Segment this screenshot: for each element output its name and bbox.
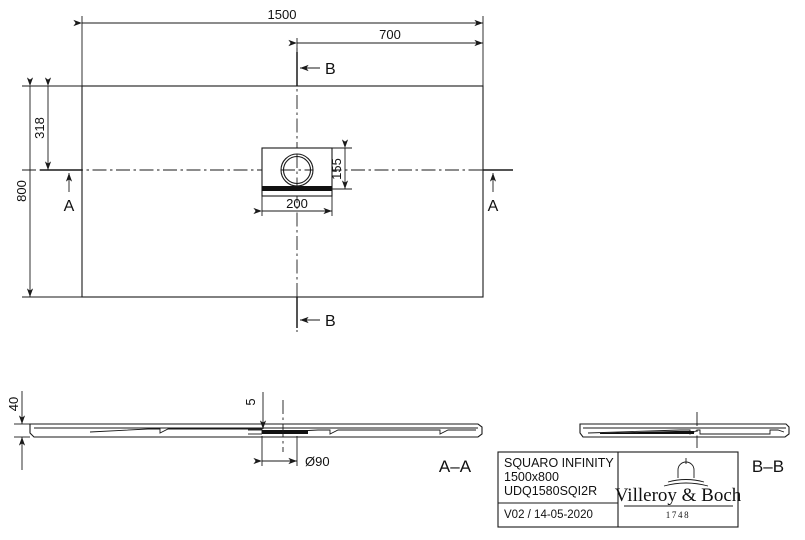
section-aa-drain-slot [262, 430, 308, 434]
section-mark-b-top: B [296, 52, 336, 86]
dim-label-700: 700 [379, 27, 401, 42]
label-b-bottom: B [325, 313, 336, 330]
dim-label-200: 200 [286, 196, 308, 211]
section-label-bb: B–B [752, 457, 784, 476]
brand-name: Villeroy & Boch [615, 485, 742, 506]
dim-label-318: 318 [32, 117, 47, 139]
dimension-drain-155: 155 [329, 139, 352, 190]
section-aa-inner-profile [89, 428, 476, 435]
section-label-aa: A–A [439, 457, 472, 476]
article-number: UDQ1580SQI2R [504, 484, 597, 498]
section-mark-a-right: A [483, 169, 513, 215]
tray-outline [81, 85, 484, 298]
dim-label-800: 800 [14, 180, 29, 202]
dim-label-5: 5 [243, 398, 258, 405]
dimension-drain-200: 200 [253, 191, 333, 216]
label-b-top: B [325, 61, 336, 78]
product-name: SQUARO INFINITY [504, 456, 614, 470]
section-mark-a-left: A [40, 169, 82, 215]
label-a-right: A [488, 198, 499, 215]
fountain-icon [663, 458, 709, 487]
label-a-left: A [64, 198, 75, 215]
section-bb-shadow [600, 431, 694, 434]
dim-label-155: 155 [329, 158, 344, 180]
dimension-width-1500: 1500 [73, 7, 484, 86]
section-bb-inner-profile [587, 429, 785, 435]
dimension-depth-5: 5 [243, 392, 267, 435]
product-size: 1500x800 [504, 470, 559, 484]
revision-date: V02 / 14-05-2020 [504, 509, 593, 521]
dimension-thickness-40: 40 [6, 391, 30, 470]
section-view-bb: B–B [579, 412, 790, 476]
drain-assembly [261, 147, 333, 197]
drain-channel-bar [262, 186, 332, 191]
title-block: SQUARO INFINITY 1500x800 UDQ1580SQI2R V0… [497, 451, 742, 528]
dimension-offset-318: 318 [32, 77, 82, 171]
dim-label-40: 40 [6, 397, 21, 411]
section-view-aa: 40 5 Ø90 A–A [6, 391, 483, 476]
dim-label-d90: Ø90 [305, 454, 330, 469]
section-aa-body [29, 423, 483, 438]
dimension-diameter-90: Ø90 [253, 436, 330, 469]
dim-label-1500: 1500 [268, 7, 297, 22]
section-mark-b-bottom: B [296, 297, 336, 330]
plan-view: 1500 700 B B [14, 7, 515, 332]
brand-year: 1748 [666, 510, 690, 520]
dimension-height-800: 800 [14, 77, 82, 298]
section-bb-body [579, 423, 790, 438]
